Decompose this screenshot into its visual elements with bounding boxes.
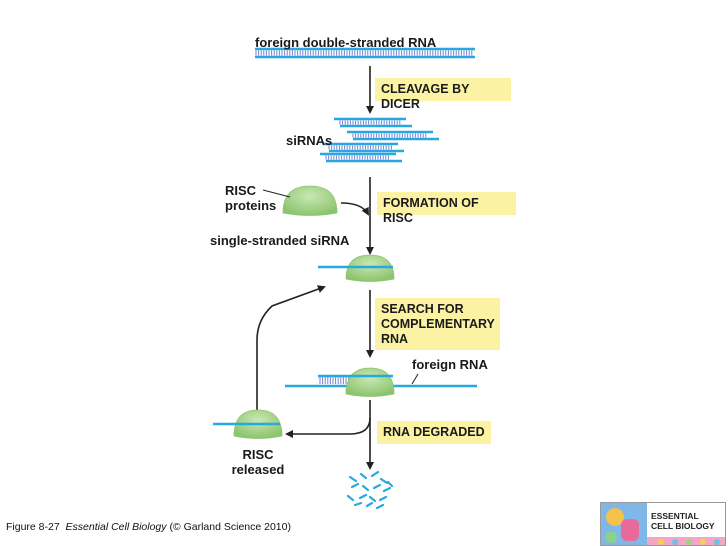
rna-fragment: [361, 484, 370, 492]
risc-protein-blob: [282, 185, 338, 216]
step-cleavage-box: CLEAVAGE BY DICER: [375, 78, 511, 111]
risc-released-label: RISC released: [231, 447, 285, 477]
step-search-box: SEARCH FOR COMPLEMENTARY RNA: [375, 298, 500, 350]
released-risc-graphic: [213, 409, 283, 439]
rna-fragment: [386, 480, 394, 488]
rna-fragment: [368, 495, 377, 503]
arrow-risc-joining: [340, 202, 369, 216]
risc-proteins-label: RISC proteins: [225, 183, 277, 213]
caption-figure: Figure 8-27: [6, 521, 60, 533]
foreign-dsrna-graphic: [255, 47, 475, 59]
foreign-rna-label: foreign RNA: [412, 357, 488, 372]
rna-fragment: [348, 475, 358, 483]
risc-leader-line: [262, 189, 291, 198]
single-stranded-sirna-label: single-stranded siRNA: [210, 233, 350, 248]
rna-fragment: [350, 482, 360, 489]
book-cover-art: [601, 503, 725, 545]
sirna-duplex: [323, 142, 404, 153]
book-cover-title: ESSENTIAL CELL BIOLOGY: [651, 511, 715, 531]
rna-fragment: [358, 493, 368, 500]
rna-fragment: [375, 503, 385, 510]
sirna-duplex: [334, 117, 412, 128]
caption-credit: (© Garland Science 2010): [169, 521, 291, 533]
arrow-risc-release: [285, 417, 371, 438]
rna-fragment: [365, 501, 374, 508]
sirna-duplex: [347, 130, 439, 141]
dsrna-base-pairs: [255, 50, 473, 56]
arrow-recycle: [256, 285, 326, 418]
step-formation-box: FORMATION OF RISC: [377, 192, 516, 225]
rna-fragment: [372, 483, 382, 490]
rna-fragment: [382, 486, 392, 493]
sirna-base-pairs: [325, 155, 389, 160]
book-cover: ESSENTIAL CELL BIOLOGY: [600, 502, 726, 546]
sirnas-label: siRNAs: [286, 133, 333, 148]
sirna-base-pairs: [339, 120, 401, 125]
sirna-duplex: [320, 152, 402, 163]
sirna-base-pairs: [352, 133, 427, 138]
rna-fragment: [370, 470, 380, 478]
risc-on-target-blob: [345, 367, 395, 397]
step-degraded-box: RNA DEGRADED: [377, 421, 491, 444]
foreign-rna-leader-line: [411, 373, 419, 385]
rna-fragment: [346, 494, 355, 502]
degraded-rna-fragments: [346, 470, 394, 510]
sirna-graphic: [320, 117, 439, 163]
foreign-rna-graphic: [285, 367, 477, 397]
rna-fragment: [353, 501, 363, 507]
loaded-risc-graphic: [318, 254, 395, 282]
rna-fragment: [379, 477, 389, 485]
caption-book: Essential Cell Biology: [65, 521, 167, 533]
figure-caption: Figure 8-27 Essential Cell Biology (© Ga…: [6, 521, 291, 533]
rna-fragment: [378, 495, 388, 502]
sirna-base-pairs: [328, 145, 392, 150]
rna-fragment: [359, 472, 368, 480]
foreign-dsrna-label: foreign double-stranded RNA: [255, 35, 437, 50]
